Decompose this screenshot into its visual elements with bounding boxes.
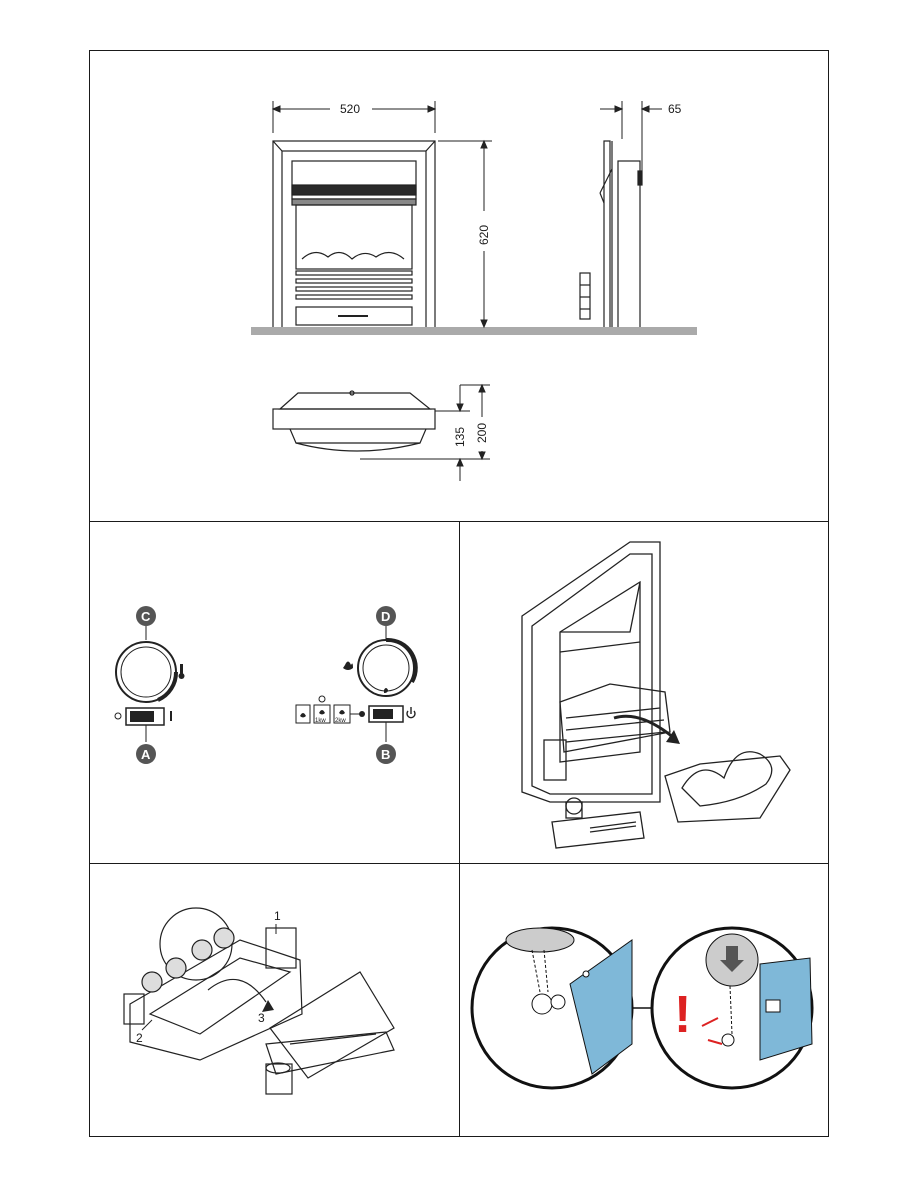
thermometer-icon xyxy=(179,664,185,679)
mode-1kw-label: 1kw xyxy=(315,718,326,724)
step-1-label: 1 xyxy=(274,909,281,923)
off-symbol-icon xyxy=(115,713,121,719)
flame-effect-knob[interactable] xyxy=(358,640,416,696)
mode-2kw-label: 2kw xyxy=(335,718,346,724)
front-view xyxy=(273,141,435,329)
badge-a-letter: A xyxy=(141,747,151,762)
floor xyxy=(251,327,697,335)
badge-d-letter: D xyxy=(381,609,390,624)
power-icon xyxy=(407,707,415,718)
on-symbol-icon xyxy=(170,711,172,721)
fuel-bed-removal-illustration xyxy=(460,522,830,865)
lamp-assembly-illustration: 1 2 3 xyxy=(90,864,461,1138)
flame-small-icon xyxy=(384,688,388,693)
height-label: 620 xyxy=(477,225,491,245)
rocker-switch-a[interactable] xyxy=(126,708,164,725)
top-view-dimensions xyxy=(360,385,490,481)
heat-symbol-icon xyxy=(319,696,325,702)
mode-icon-1kw: 1kw xyxy=(314,705,330,724)
total-depth-label: 200 xyxy=(475,423,489,443)
badge-c-letter: C xyxy=(141,609,151,624)
warning-mark: ! xyxy=(674,986,691,1044)
step-3-label: 3 xyxy=(258,1011,265,1025)
bulb-replacement-panel: ! xyxy=(459,863,829,1137)
badge-b-letter: B xyxy=(381,747,390,762)
flame-icon xyxy=(343,662,353,671)
mode-icon-flame xyxy=(296,705,310,723)
dimension-drawing: 520 65 620 xyxy=(90,51,830,523)
base-depth-label: 135 xyxy=(453,427,467,447)
dimensions-panel: 520 65 620 xyxy=(89,50,829,522)
bulb-replacement-illustration: ! xyxy=(460,864,830,1138)
side-view xyxy=(580,141,642,329)
controls-panel: C A D xyxy=(89,521,460,864)
rocker-switch-b[interactable] xyxy=(369,706,403,722)
thermostat-knob[interactable] xyxy=(116,642,176,702)
step-2-label: 2 xyxy=(136,1031,143,1045)
top-view xyxy=(273,391,435,451)
controls-diagram: C A D xyxy=(90,522,461,865)
correct-bulb-detail xyxy=(472,928,632,1088)
width-label: 520 xyxy=(340,102,360,116)
depth-label: 65 xyxy=(668,102,682,116)
fuel-bed-removal-panel xyxy=(459,521,829,864)
lamp-assembly-panel: 1 2 3 xyxy=(89,863,460,1137)
mode-icon-2kw: 2kw xyxy=(334,705,350,724)
